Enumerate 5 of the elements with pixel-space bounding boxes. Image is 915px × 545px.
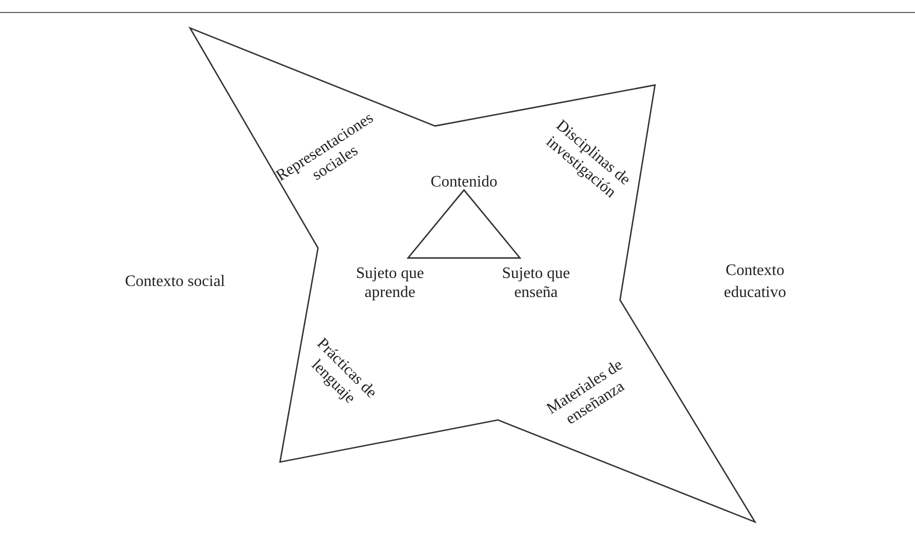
concept-label: Contenido xyxy=(430,172,498,192)
concept-label: Sujeto que aprende xyxy=(355,264,425,302)
context-label: Contexto social xyxy=(124,272,226,292)
context-label: Contexto educativo xyxy=(722,261,788,303)
concept-label: Sujeto que enseña xyxy=(501,264,571,302)
